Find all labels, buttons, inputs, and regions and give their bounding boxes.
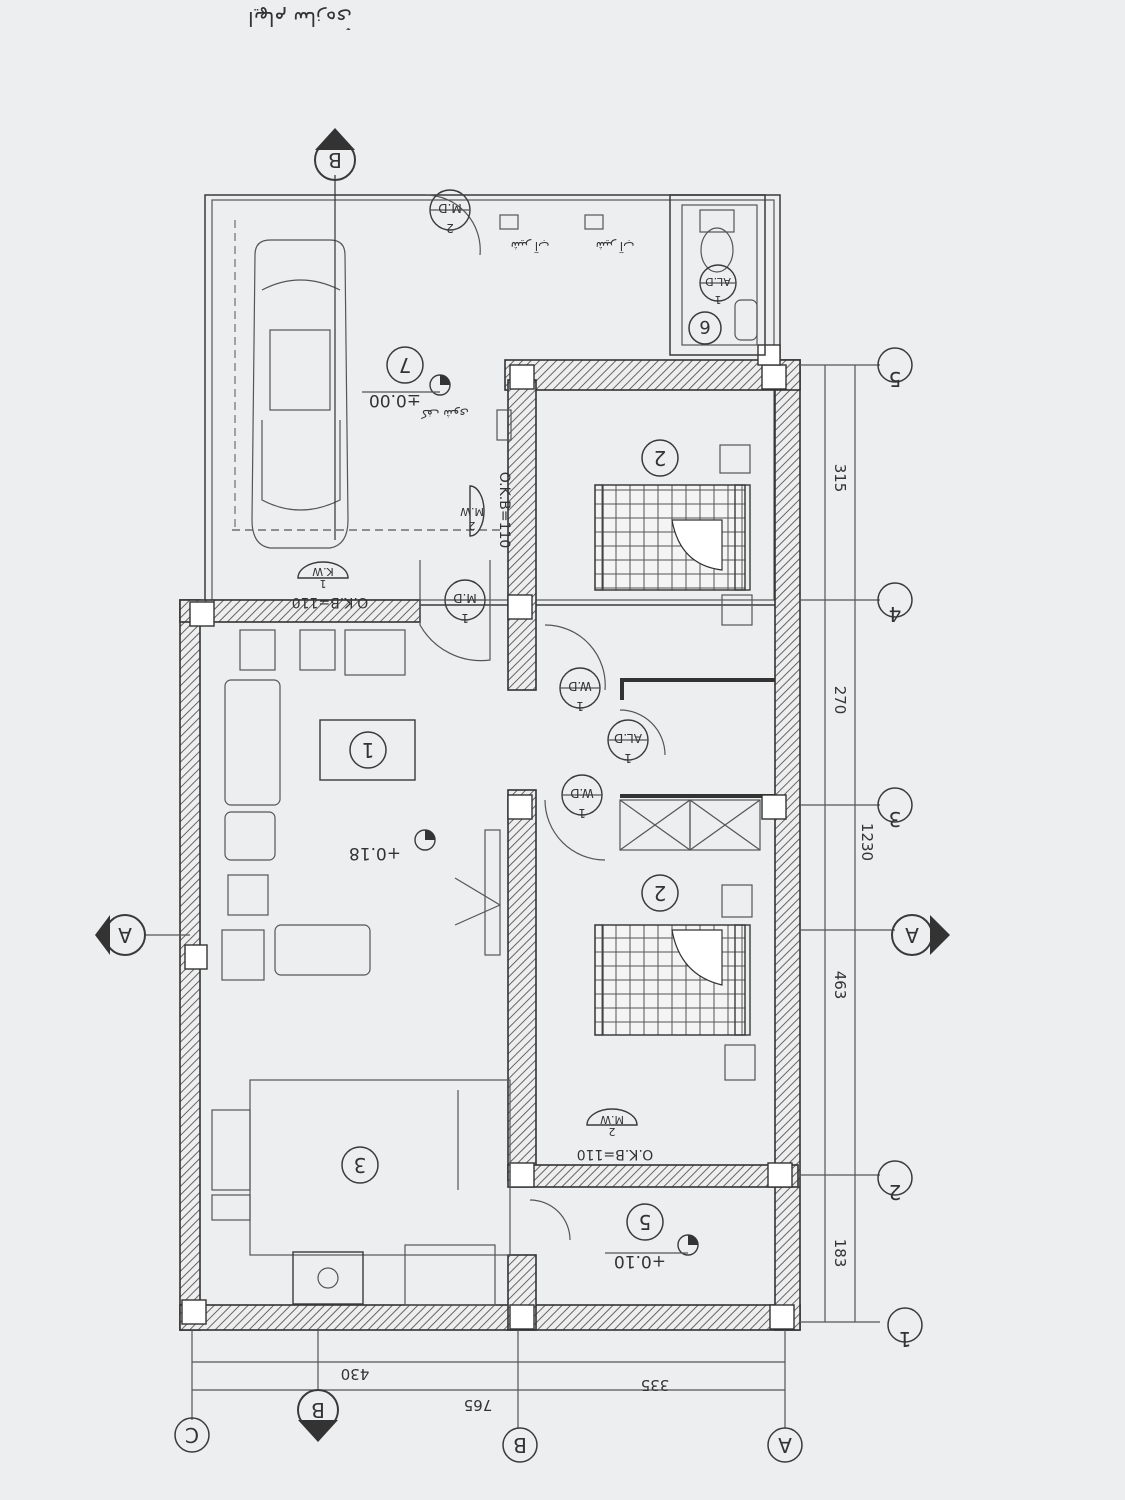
door-ald-1-code: AL.D [614, 731, 642, 745]
yard-notes: شیر آب شیر آب کف شوی [421, 238, 634, 421]
site-boundary-inner [211, 199, 775, 601]
window-mw-2-upper-code: M.W [460, 505, 484, 518]
building-walls [179, 359, 801, 1331]
level-parking: ±0.00 [369, 390, 421, 410]
room-6-number: 6 [699, 316, 710, 337]
grid-row-5-label: 5 [889, 367, 902, 391]
door-ald-1-bath-num: 1 [715, 293, 722, 306]
dimensions-right: 315 270 463 183 1230 [824, 365, 876, 1322]
kitchen-area [211, 1079, 511, 1306]
yard-note-1: شیر آب [511, 238, 550, 254]
bed-upper [594, 444, 753, 626]
okb-notes: O.K.B=110 O.K.B=110 O.K.B=110 [292, 472, 654, 1162]
window-mw-2-lower-num: 2 [609, 1125, 616, 1138]
grid-col-b-label: B [513, 1433, 527, 1457]
room-7-number: 7 [399, 353, 412, 377]
dim-bottom-430: 430 [341, 1365, 370, 1383]
yard-note-2: شیر آب [596, 238, 635, 254]
car-symbol [251, 239, 349, 549]
grid-row-4-label: 4 [889, 602, 902, 626]
dim-right-315: 315 [831, 464, 849, 493]
bath-room-inner [681, 204, 758, 346]
grid-col-a-label: A [778, 1433, 792, 1457]
grid-col-c-label: C [185, 1423, 199, 1447]
window-kw-1-code: K.W [312, 565, 334, 578]
door-wd-1-upper-code: W.D [568, 679, 592, 693]
grid-row-3-label: 3 [889, 807, 902, 831]
room-3-number: 3 [354, 1153, 367, 1177]
grid-row-4 [877, 582, 913, 618]
door-md-1-num: 1 [461, 611, 469, 625]
door-tags: M.D 1 W.D 1 AL.D 1 W.D 1 AL.D 1 M.D 2 [429, 189, 737, 820]
dim-right-270: 270 [831, 686, 849, 715]
wardrobe-boxes [619, 799, 761, 851]
level-entry: +0.10 [614, 1251, 666, 1271]
section-a-left-label: A [118, 923, 132, 947]
room-2-upper-number: 2 [654, 446, 667, 470]
level-living: +0.18 [349, 843, 401, 863]
okb-note-c: O.K.B=110 [577, 1146, 654, 1162]
dimensions-bottom: 430 335 765 [192, 1361, 785, 1414]
grid-row-3 [877, 787, 913, 823]
room-labels: 7 2 2 1 3 5 6 [341, 311, 722, 1241]
room-5-number: 5 [639, 1210, 652, 1234]
grid-col-c [174, 1417, 210, 1453]
sink-symbol [734, 299, 758, 341]
room-1-number: 1 [362, 738, 375, 762]
grid-row-2-label: 2 [889, 1180, 902, 1204]
door-md-1-code: M.D [453, 591, 476, 605]
window-mw-2-upper-num: 2 [469, 519, 476, 532]
yard-fixtures [496, 214, 604, 441]
door-ald-1-num: 1 [624, 751, 632, 765]
grid-cols: A B C [174, 1330, 803, 1463]
grid-col-a [767, 1427, 803, 1463]
window-mw-2-lower-code: M.W [600, 1113, 624, 1126]
grid-row-2 [877, 1160, 913, 1196]
grid-rows: 5 4 3 2 1 [800, 347, 923, 1351]
door-ald-1-bath-code: AL.D [705, 275, 731, 288]
dim-right-total: 1230 [858, 823, 876, 861]
level-markers: ±0.00 +0.18 +0.10 [349, 374, 699, 1271]
dim-bottom-335: 335 [641, 1376, 670, 1394]
grid-row-5 [877, 347, 913, 383]
section-a-right-label: A [905, 923, 919, 947]
door-swings [419, 194, 666, 1241]
dim-bottom-total: 765 [464, 1396, 493, 1414]
door-wd-1-lower-code: W.D [570, 786, 594, 800]
door-wd-1-upper-num: 1 [576, 699, 584, 713]
okb-note-b: O.K.B=110 [496, 472, 512, 549]
living-furniture [221, 629, 501, 981]
toilet-symbol [699, 209, 735, 273]
dim-right-463: 463 [831, 971, 849, 1000]
window-kw-1-num: 1 [320, 577, 327, 590]
bath-room [669, 194, 766, 356]
room-2-lower-number: 2 [654, 881, 667, 905]
bed-lower [594, 884, 756, 1081]
section-markers: B B A A [95, 128, 950, 1442]
dim-right-183: 183 [831, 1239, 849, 1268]
header-note: ۡایهام سازه‌ی [248, 7, 352, 31]
grid-col-b [502, 1427, 538, 1463]
section-b-top-label: B [328, 148, 342, 172]
structural-columns [181, 344, 795, 1330]
door-md-2-code: M.D [438, 201, 461, 215]
okb-note-a: O.K.B=110 [292, 594, 369, 610]
grid-row-1 [887, 1307, 923, 1343]
window-tags: K.W 1 M.W 2 M.W 2 [297, 485, 638, 1138]
yard-note-3: کف شوی [421, 406, 469, 421]
door-wd-1-lower-num: 1 [578, 806, 586, 820]
section-b-bottom-label: B [311, 1398, 325, 1422]
grid-row-1-label: 1 [899, 1327, 912, 1351]
door-md-2-num: 2 [446, 221, 454, 235]
